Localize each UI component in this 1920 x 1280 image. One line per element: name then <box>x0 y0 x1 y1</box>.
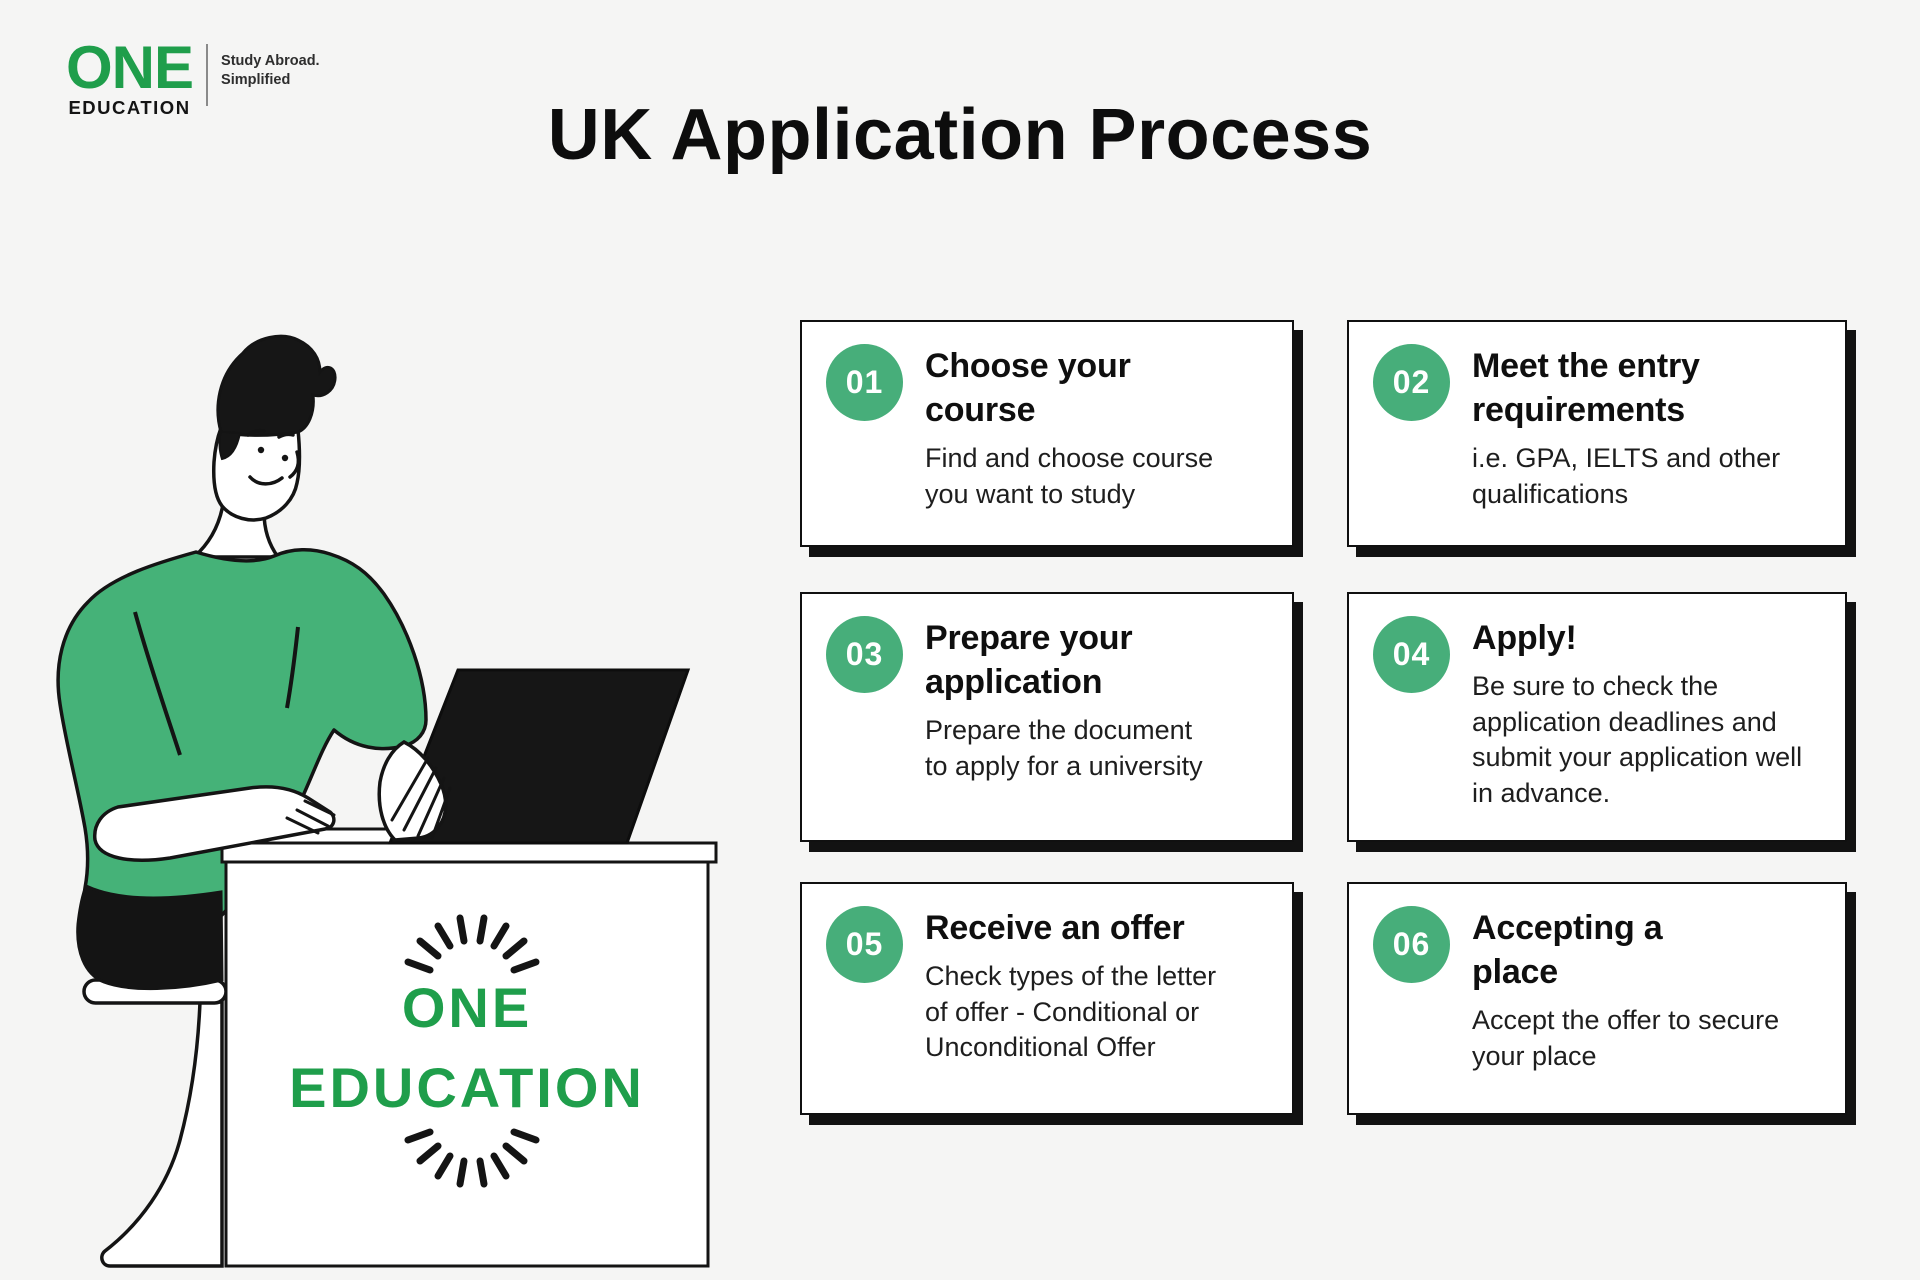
step-card-6: 06 Accepting a place Accept the offer to… <box>1347 882 1847 1115</box>
stool <box>82 978 228 1268</box>
step-card-body: Apply! Be sure to check the application … <box>1472 614 1821 820</box>
step-description: i.e. GPA, IELTS and other qualifications <box>1472 443 1781 509</box>
step-number-badge: 06 <box>1373 906 1450 983</box>
step-description: Be sure to check the application deadlin… <box>1472 671 1803 809</box>
step-card-2: 02 Meet the entry requirements i.e. GPA,… <box>1347 320 1847 547</box>
burst-bottom <box>404 1128 540 1188</box>
step-title: Apply! <box>1472 619 1577 657</box>
step-description: Find and choose course you want to study <box>925 443 1214 509</box>
typing-hand-near <box>93 785 336 862</box>
step-description: Prepare the document to apply for a univ… <box>925 715 1203 781</box>
step-number-badge: 04 <box>1373 616 1450 693</box>
step-card-body: Meet the entry requirements i.e. GPA, IE… <box>1472 342 1821 525</box>
desk: ONE EDUCATION <box>220 841 718 1268</box>
burst-top <box>404 914 540 974</box>
step-title: Prepare your application <box>925 619 1133 702</box>
brand-tagline-line2: Simplified <box>221 71 291 88</box>
step-number-badge: 01 <box>826 344 903 421</box>
step-number-badge: 02 <box>1373 344 1450 421</box>
step-card-4: 04 Apply! Be sure to check the applicati… <box>1347 592 1847 842</box>
page-title: UK Application Process <box>547 95 1373 175</box>
step-title: Accepting a place <box>1472 909 1663 992</box>
step-card-5: 05 Receive an offer Check types of the l… <box>800 882 1294 1115</box>
brand-tagline: Study Abroad. Simplified <box>221 52 320 90</box>
step-card-body: Prepare your application Prepare the doc… <box>925 614 1268 820</box>
desk-brand-line1: ONE <box>402 976 532 1039</box>
step-title: Meet the entry requirements <box>1472 347 1700 430</box>
step-card-1: 01 Choose your course Find and choose co… <box>800 320 1294 547</box>
step-number-badge: 03 <box>826 616 903 693</box>
step-title: Choose your course <box>925 347 1131 430</box>
brand-logo-education: EDUCATION <box>68 97 191 119</box>
brand-logo: ONE EDUCATION Study Abroad. Simplified <box>66 34 320 119</box>
brand-logo-one: ONE <box>66 34 194 101</box>
step-number-badge: 05 <box>826 906 903 983</box>
brand-logo-wordmark: ONE EDUCATION <box>66 34 194 119</box>
desk-brand-line2: EDUCATION <box>289 1056 645 1119</box>
step-title: Receive an offer <box>925 909 1185 947</box>
logo-divider <box>206 44 209 106</box>
typing-hand-far <box>377 739 452 842</box>
step-description: Accept the offer to secure your place <box>1472 1005 1780 1071</box>
step-card-body: Choose your course Find and choose cours… <box>925 342 1268 525</box>
brand-tagline-line1: Study Abroad. <box>221 53 320 69</box>
step-card-body: Accepting a place Accept the offer to se… <box>1472 904 1821 1093</box>
step-description: Check types of the letter of offer - Con… <box>925 961 1217 1063</box>
face-features <box>246 428 301 486</box>
step-card-3: 03 Prepare your application Prepare the … <box>800 592 1294 842</box>
step-card-body: Receive an offer Check types of the lett… <box>925 904 1268 1093</box>
person-illustration: ONE EDUCATION <box>56 334 718 1268</box>
